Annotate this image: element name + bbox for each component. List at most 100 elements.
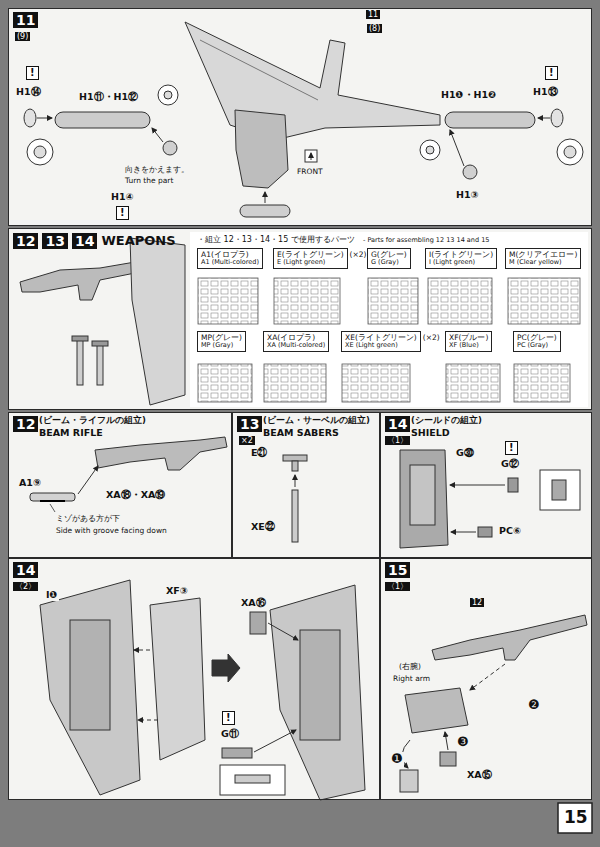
step-number: 13 [237, 416, 262, 432]
left-cylinder-parts-shape [152, 128, 163, 142]
part-count: (×2) [423, 333, 440, 342]
callout-number: H1④ [110, 192, 135, 203]
right-cylinder-parts-shape [551, 109, 563, 127]
callout-number: XA⑮ [466, 770, 493, 781]
part-name-en: M (Clear yellow) [509, 259, 577, 267]
right-cylinder-parts-shape [420, 140, 440, 160]
runner-thumbnails-shape [198, 364, 252, 402]
caution-mark: ! [26, 66, 39, 80]
callout-number: H1❶・H1❷ [440, 90, 497, 101]
part-name: I(ライトグリーン) [429, 250, 493, 259]
callout-number: XF③ [165, 586, 189, 597]
runner-thumbnails [198, 278, 580, 402]
shield-frame-drawing-shape [450, 485, 505, 486]
caution-mark: ! [116, 206, 129, 220]
part-name-en: I (Light green) [429, 259, 493, 267]
arm-attach-drawing-shape [470, 664, 505, 690]
panel-ground-shape [232, 412, 380, 558]
part-tag: PC(グレー)PC (Gray) [513, 331, 561, 352]
jet-drawing-shape [265, 192, 266, 203]
step-badge: 12 [470, 598, 484, 607]
beam-rifle-drawing-shape [40, 500, 65, 502]
step-number: 14 [13, 562, 38, 578]
shield-frame-drawing-shape [508, 478, 518, 492]
runner-thumbnails-shape [264, 364, 326, 402]
part-count: (×2) [350, 250, 367, 259]
callout-number: PC⑥ [498, 526, 522, 537]
section-heading: WEAPONS [101, 234, 175, 249]
right-cylinder-parts-shape [557, 139, 583, 165]
step-heading: (ビーム・サーベルの組立) [263, 416, 370, 426]
step-sub-badge: ×2 [239, 436, 255, 445]
order-number: ❷ [527, 698, 541, 713]
left-cylinder-parts-shape [158, 85, 178, 105]
part-name-en: E (Light green) [277, 259, 344, 267]
callout-number: XA⑱・XA⑲ [105, 490, 166, 501]
part-name-en: XF (Blue) [449, 342, 488, 350]
step-number: 12 [13, 233, 38, 249]
parts-list: ・組立 12・13・14・15 で使用するパーツ- Parts for asse… [191, 233, 589, 408]
shield-assembly-drawing-shape [212, 654, 240, 682]
part-name: XF(ブルー) [449, 333, 488, 342]
parts-ground-shape [190, 232, 588, 407]
jet-drawing-shape [311, 153, 312, 160]
parts-ground [190, 232, 588, 407]
part-tag: XE(ライトグリーン)XE (Light green)(×2) [341, 331, 421, 352]
part-name-en: PC (Gray) [517, 342, 557, 350]
note-text: (右腕) [398, 663, 422, 672]
runner-thumbnails-shape [514, 364, 570, 402]
shield-assembly-drawing-shape [222, 748, 252, 758]
panel-ground-shape [8, 228, 592, 410]
shield-frame-drawing-shape [451, 532, 476, 533]
parts-heading-en: - Parts for assembling 12 13 14 and 15 [363, 237, 489, 244]
left-cylinder-parts-shape [164, 91, 172, 99]
part-tag: M(クリアイエロー)M (Clear yellow) [505, 248, 581, 269]
part-name: MP(グレー) [201, 333, 242, 342]
beam-rifle-drawing-shape [95, 437, 227, 470]
right-cylinder-parts-shape [426, 146, 434, 154]
arm-attach-drawing-shape [400, 770, 418, 792]
note-text: 向きをかえます。 [124, 166, 190, 175]
part-name: XA(イロプラ) [267, 333, 325, 342]
shield-frame-drawing-shape [552, 480, 566, 500]
part-name: PC(グレー) [517, 333, 557, 342]
panel-ground-shape [8, 558, 380, 800]
panel-ground-shape [8, 412, 232, 558]
caution-mark: ! [505, 441, 518, 455]
panel-ground-shape [380, 558, 592, 800]
weapons-overview-shape [92, 341, 108, 346]
part-tag: XF(ブルー)XF (Blue) [445, 331, 492, 352]
part-name: E(ライトグリーン) [277, 250, 344, 259]
weapons-overview [20, 238, 185, 405]
runner-thumbnails-shape [368, 278, 418, 324]
step-badge: 11 [366, 10, 380, 19]
jet-drawing-shape [305, 150, 317, 162]
beam-saber-drawing-shape [292, 490, 298, 542]
note-text: Side with groove facing down [55, 527, 168, 536]
part-tag: G(グレー)G (Gray) [367, 248, 411, 269]
callout-number: XA⑯ [240, 598, 267, 609]
step-sub-badge: (9) [15, 32, 30, 41]
shield-assembly-drawing-shape [254, 730, 296, 752]
page-number-box-shape [558, 803, 592, 833]
shield-frame-drawing-shape [478, 527, 492, 537]
callout-number: G⑫ [500, 459, 520, 470]
runner-thumbnails-shape [508, 278, 580, 324]
page-number-box [558, 803, 592, 833]
shield-assembly-drawing-shape [300, 630, 340, 740]
shield-frame-drawing-shape [540, 470, 580, 510]
jet-drawing-shape [240, 205, 290, 217]
arm-attach-drawing [400, 615, 587, 792]
shield-assembly-drawing-shape [150, 598, 205, 760]
beam-rifle-drawing-shape [50, 504, 55, 512]
weapons-overview-shape [72, 336, 88, 341]
page-number: 15 [563, 808, 589, 828]
step-sub-badge: 〈1〉 [385, 436, 410, 445]
shield-assembly-drawing-shape [70, 620, 110, 730]
runner-thumbnails-shape [198, 278, 258, 324]
callout-number: G⑪ [220, 729, 240, 740]
part-name: M(クリアイエロー) [509, 250, 577, 259]
part-name: G(グレー) [371, 250, 407, 259]
part-tag: A1(イロプラ)A1 (Multi-colored) [197, 248, 263, 269]
step-panel: 121314WEAPONS・組立 12・13・14・15 で使用するパーツ- P… [8, 228, 592, 410]
